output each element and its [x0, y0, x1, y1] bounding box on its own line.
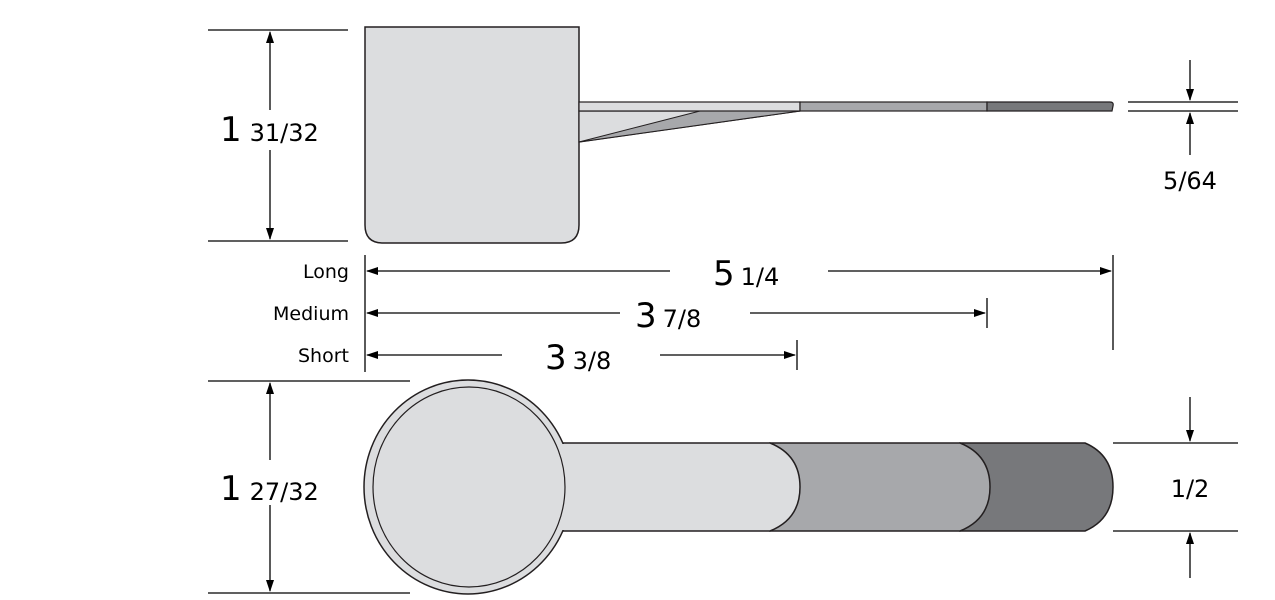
side-view: [364, 26, 1114, 244]
short-whole: 3: [545, 338, 567, 378]
svg-text:37/8: 37/8: [635, 296, 701, 336]
length-label-medium: Medium: [273, 303, 349, 325]
svg-text:51/4: 51/4: [713, 254, 779, 294]
handle-medium-top: [769, 442, 991, 532]
bowl-width-whole: 1: [220, 469, 242, 509]
handle-medium-section: [799, 101, 988, 112]
long-fraction: 1/4: [741, 263, 780, 291]
handle-long-section: [986, 101, 1114, 112]
top-view: [363, 379, 1114, 595]
svg-text:127/32: 1 27/32: [220, 469, 319, 509]
handle-width-label: 1/2: [1171, 475, 1210, 503]
handle-long-top: [959, 442, 1114, 532]
cup-height-whole: 1: [220, 110, 242, 150]
cup-height-dimension: 1 31/32: [208, 29, 348, 242]
svg-text:33/8: 33/8: [545, 338, 611, 378]
short-fraction: 3/8: [573, 347, 612, 375]
medium-whole: 3: [635, 296, 657, 336]
length-label-short: Short: [298, 345, 349, 367]
handle-short-top: [559, 442, 801, 532]
handle-width-dimension: 1/2: [1113, 397, 1238, 578]
cup-body: [364, 26, 580, 244]
bowl-inner: [372, 386, 566, 588]
cup-height-fraction: 31/32: [250, 119, 319, 147]
svg-text:131/32: 1 31/32: [220, 110, 319, 150]
bowl-width-dimension: 1 27/32: [208, 380, 410, 594]
handle-thickness-label: 5/64: [1163, 167, 1217, 195]
handle-short-section: [578, 101, 801, 112]
length-label-long: Long: [303, 261, 349, 283]
long-whole: 5: [713, 254, 735, 294]
handle-thickness-dimension: 5/64: [1128, 60, 1238, 195]
medium-fraction: 7/8: [663, 305, 702, 333]
bowl-width-fraction: 27/32: [250, 478, 319, 506]
